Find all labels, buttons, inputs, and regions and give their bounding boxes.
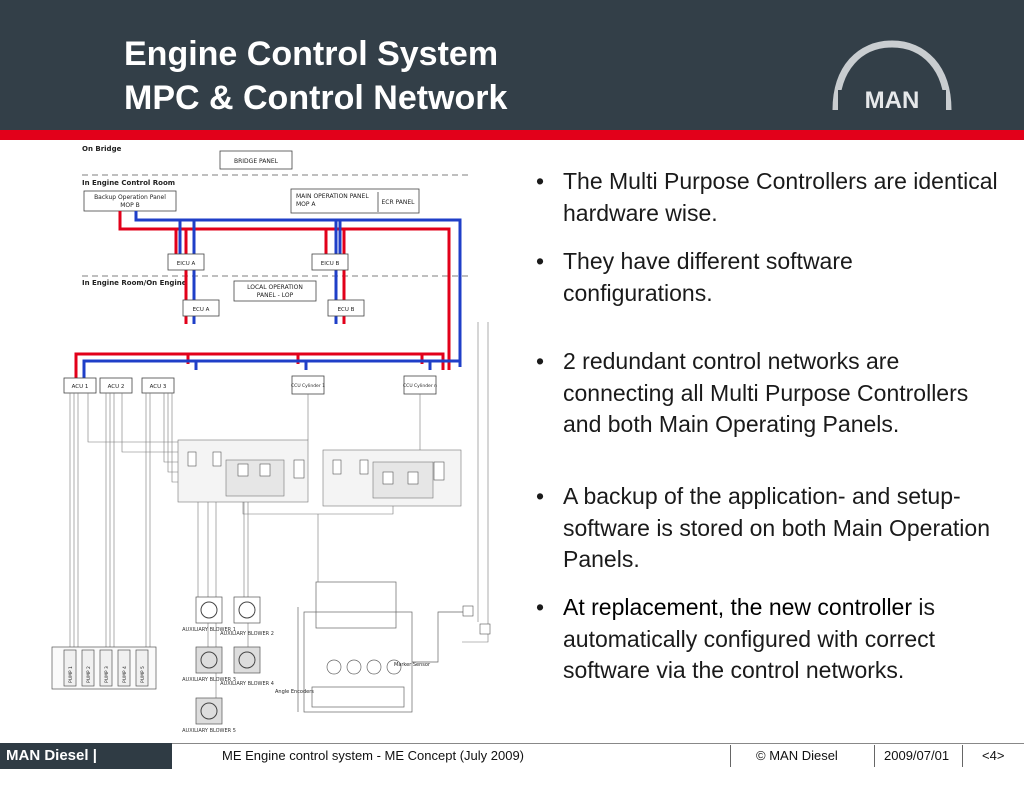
bullet-dot-icon: • [536, 168, 545, 194]
title-line-2: MPC & Control Network [124, 79, 508, 117]
title-line-1: Engine Control System [124, 35, 499, 73]
ecu-a-box [182, 299, 220, 317]
ecu-b-label: ECU B [338, 307, 355, 313]
bullet-item: • A backup of the application- and setup… [536, 481, 1006, 576]
aux-blower-5 [195, 697, 223, 725]
angle-encoders-label: Angle Encoders [275, 689, 314, 695]
zone-label-engine-room: In Engine Room/On Engine [82, 279, 187, 287]
aux-blower-2 [233, 596, 261, 624]
local-operation-panel-box [233, 280, 317, 302]
bullet-dot-icon: • [536, 248, 545, 274]
backup-operation-panel-box [83, 190, 177, 212]
acu-2-box [99, 377, 133, 394]
pump-5 [135, 649, 149, 687]
pump-3-label: PUMP 3 [104, 666, 110, 683]
eicu-a-label: EICU A [177, 261, 196, 267]
aux-blower-3 [195, 646, 223, 674]
pump-1 [63, 649, 77, 687]
footer-date: 2009/07/01 [884, 748, 950, 763]
bullet-text: 2 redundant control networks are connect… [563, 348, 969, 437]
main-panel-label: MAIN OPERATION PANEL [296, 193, 369, 200]
bullet-text: A backup of the application- and setup- … [563, 483, 991, 572]
pump-3 [99, 649, 113, 687]
pump-5-label: PUMP 5 [140, 666, 146, 683]
eicu-a-box [167, 253, 205, 271]
acu-2-label: ACU 2 [108, 384, 125, 390]
aux-blower-3-label: AUXILIARY BLOWER 3 [182, 677, 236, 683]
acu-3-box [141, 377, 175, 394]
pump-4 [117, 649, 131, 687]
aux-blower-1 [195, 596, 223, 624]
ecr-panel-label: ECR PANEL [381, 199, 415, 206]
aux-blower-1-label: AUXILIARY BLOWER 1 [182, 627, 236, 633]
footer-presentation-title: ME Engine control system - ME Concept (J… [222, 748, 525, 763]
footer-brand: MAN Diesel | PrimeServ [0, 743, 172, 790]
footer-divider [874, 745, 875, 767]
main-operation-panel-box [290, 188, 420, 214]
logo-text: MAN [865, 87, 920, 114]
backup-panel-label: Backup Operation Panel [94, 194, 166, 201]
footer-company: © MAN Diesel [756, 748, 838, 763]
bullet-item: • 2 redundant control networks are conne… [536, 346, 1006, 441]
pump-2-label: PUMP 2 [86, 666, 92, 683]
bullet-dot-icon: • [536, 348, 545, 374]
ecu-b-box [327, 299, 365, 317]
local-panel-sub: PANEL - LOP [257, 292, 294, 299]
aux-blower-5-label: AUXILIARY BLOWER 5 [182, 728, 236, 734]
aux-blower-2-label: AUXILIARY BLOWER 2 [220, 631, 274, 637]
pump-2 [81, 649, 95, 687]
marker-sensor-label: Marker Sensor [394, 662, 431, 668]
pump-4-label: PUMP 4 [122, 666, 128, 683]
aux-blower-4 [233, 646, 261, 674]
bullet-item: • The Multi Purpose Controllers are iden… [536, 166, 1006, 229]
bullet-dot-icon: • [536, 594, 545, 620]
bullet-item: • They have different software configura… [536, 246, 1006, 309]
footer-divider [962, 745, 963, 767]
bullet-text: The Multi Purpose Controllers are identi… [563, 168, 998, 226]
zone-label-ecr: In Engine Control Room [82, 179, 175, 187]
ecu-a-label: ECU A [193, 307, 210, 313]
eicu-b-box [311, 253, 349, 271]
network-diagram: On Bridge In Engine Control Room In Engi… [51, 145, 491, 734]
backup-panel-sub: MOP B [120, 202, 140, 209]
ccu-n-label: CCU Cylinder n [403, 383, 437, 389]
local-panel-label: LOCAL OPERATION [247, 284, 303, 291]
header-accent-line [0, 130, 1024, 140]
footer-page-number: <4> [982, 748, 1005, 763]
man-logo-icon: MAN [832, 40, 952, 114]
eicu-b-label: EICU B [321, 261, 340, 267]
bullet-text: At replacement, the new controller is au… [563, 592, 1006, 687]
bullet-text: They have different software configurati… [563, 248, 853, 306]
aux-blower-4-label: AUXILIARY BLOWER 4 [220, 681, 274, 687]
bridge-panel-label: BRIDGE PANEL [234, 158, 279, 165]
ccu-1-label: CCU Cylinder 1 [291, 383, 325, 389]
acu-3-label: ACU 3 [150, 384, 167, 390]
engine-sketch [297, 581, 468, 713]
zone-label-bridge: On Bridge [82, 145, 122, 153]
bullet-rest-text: is automatically configured with correct… [563, 594, 936, 683]
bullet-bold-text: At replacement, the new controller [563, 594, 913, 620]
pump-1-label: PUMP 1 [68, 666, 74, 683]
bullet-item: • At replacement, the new controller is … [536, 592, 1006, 687]
bullet-dot-icon: • [536, 483, 545, 509]
acu-1-box [63, 377, 97, 394]
bridge-panel-box [219, 150, 293, 170]
slide-title: Engine Control System MPC & Control Netw… [124, 32, 507, 120]
acu-1-label: ACU 1 [72, 384, 89, 390]
main-panel-sub: MOP A [296, 201, 316, 208]
footer-divider [730, 745, 731, 767]
